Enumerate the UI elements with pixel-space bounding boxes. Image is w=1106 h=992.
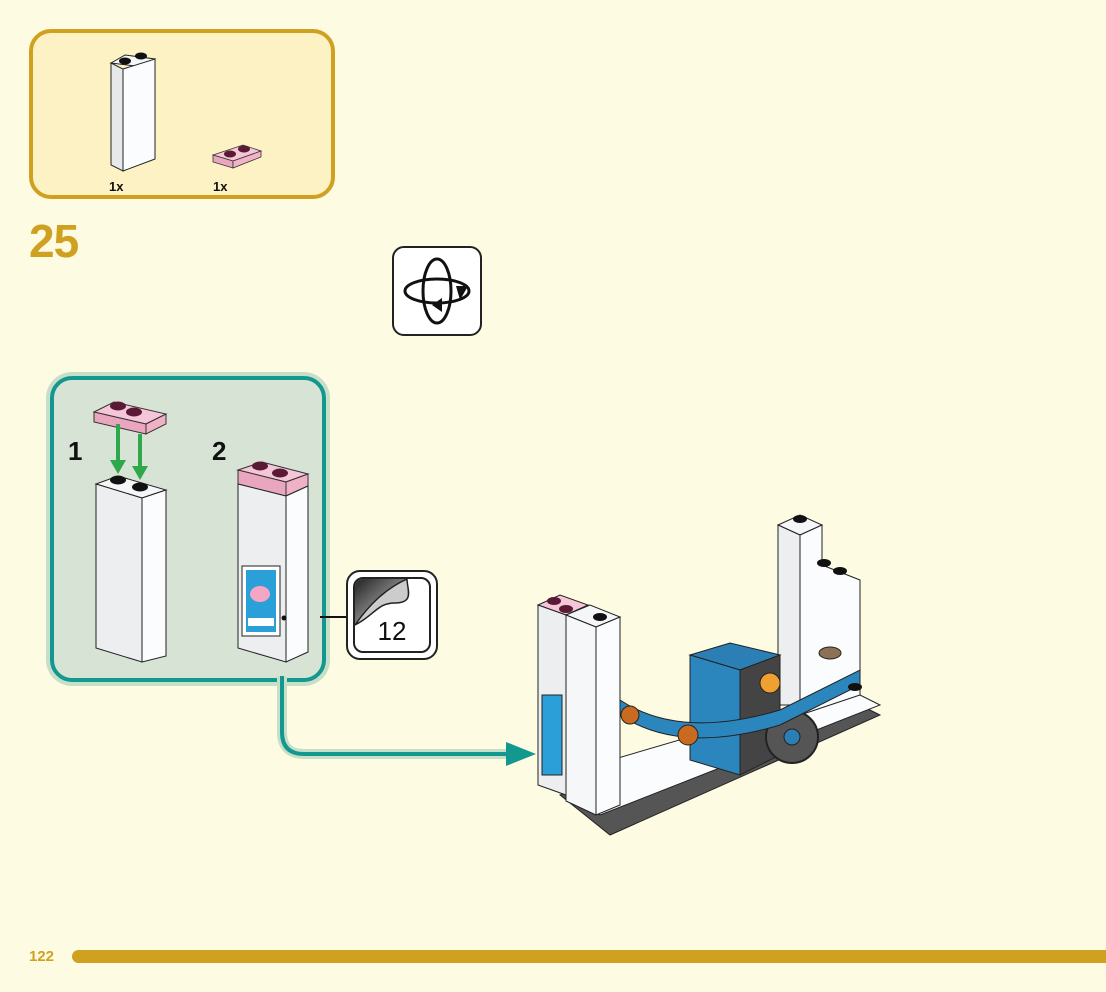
placement-arrow bbox=[277, 676, 536, 766]
sticker-number: 12 bbox=[377, 616, 407, 646]
substep-box: 1 2 bbox=[50, 376, 326, 682]
substep-2-illustration bbox=[236, 461, 310, 663]
page-footer-bar bbox=[72, 950, 1106, 963]
white-brick-icon bbox=[109, 52, 157, 172]
rotate-model-callout bbox=[392, 246, 482, 336]
pink-plate-icon bbox=[211, 144, 263, 169]
part-quantity: 1x bbox=[109, 179, 124, 194]
substep-number: 2 bbox=[212, 436, 227, 466]
sticker-callout: 12 bbox=[346, 570, 438, 660]
model-illustration bbox=[536, 514, 882, 836]
sticker-callout-line bbox=[320, 616, 350, 618]
substep-number: 1 bbox=[68, 436, 83, 466]
page-number: 122 bbox=[29, 948, 55, 965]
rotate-icon bbox=[403, 257, 471, 325]
sticker-frame: 12 bbox=[353, 577, 431, 653]
parts-list-box: 1x 1x bbox=[29, 29, 335, 199]
substep-1-illustration bbox=[92, 401, 168, 663]
step-number: 25 bbox=[29, 215, 79, 267]
part-quantity: 1x bbox=[213, 179, 228, 194]
sticker-peel-icon bbox=[355, 579, 410, 626]
